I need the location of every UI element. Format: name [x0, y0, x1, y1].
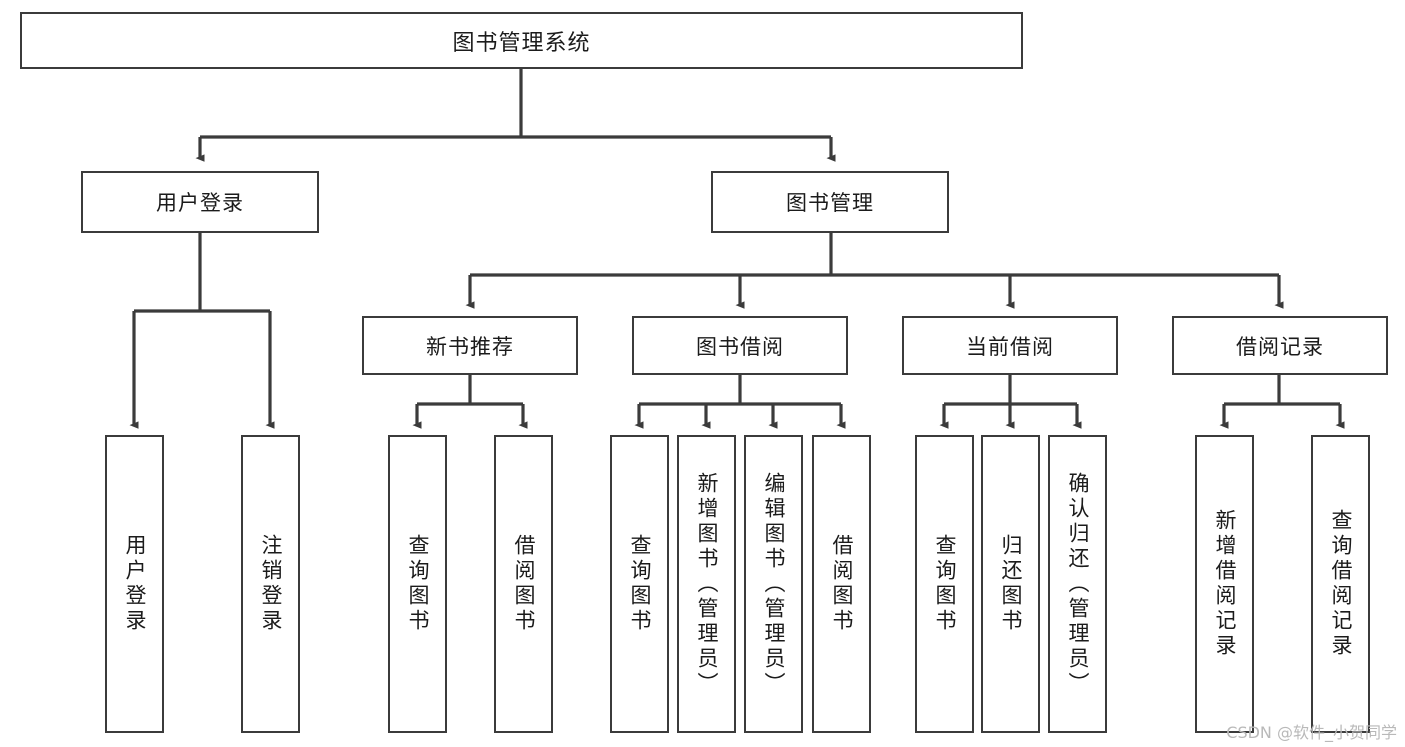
leaf-add-borrowing-record[interactable]: 新增借阅记录: [1195, 435, 1254, 733]
node-new-book-recommendation[interactable]: 新书推荐: [362, 316, 578, 375]
node-label: 查询借阅记录: [1329, 509, 1352, 659]
node-borrowing-record[interactable]: 借阅记录: [1172, 316, 1388, 375]
node-label: 确认归还（管理员）: [1066, 471, 1089, 697]
leaf-logout-login[interactable]: 注销登录: [241, 435, 300, 733]
node-label: 当前借阅: [966, 335, 1054, 359]
node-label: 借阅图书: [512, 534, 535, 634]
node-label: 借阅图书: [830, 534, 853, 634]
node-label: 新增借阅记录: [1213, 509, 1236, 659]
leaf-borrow-book-recommendation[interactable]: 借阅图书: [494, 435, 553, 733]
node-book-borrowing[interactable]: 图书借阅: [632, 316, 848, 375]
node-label: 图书管理系统: [452, 29, 591, 55]
node-label: 查询图书: [933, 534, 956, 634]
node-label: 图书管理: [786, 192, 874, 215]
leaf-edit-book-admin[interactable]: 编辑图书（管理员）: [744, 435, 803, 733]
node-current-borrowing[interactable]: 当前借阅: [902, 316, 1118, 375]
node-label: 图书借阅: [696, 335, 784, 359]
leaf-add-book-admin[interactable]: 新增图书（管理员）: [677, 435, 736, 733]
leaf-confirm-return-admin[interactable]: 确认归还（管理员）: [1048, 435, 1107, 733]
node-label: 注销登录: [259, 534, 282, 634]
leaf-query-borrowing-record[interactable]: 查询借阅记录: [1311, 435, 1370, 733]
node-root-book-management-system[interactable]: 图书管理系统: [20, 12, 1023, 69]
node-label: 用户登录: [156, 192, 244, 215]
watermark-csdn: CSDN @软件_小贺同学: [1226, 723, 1397, 742]
leaf-query-book-current[interactable]: 查询图书: [915, 435, 974, 733]
node-label: 新增图书（管理员）: [695, 471, 718, 697]
node-label: 编辑图书（管理员）: [762, 471, 785, 697]
node-label: 查询图书: [406, 534, 429, 634]
node-user-login[interactable]: 用户登录: [81, 171, 319, 233]
node-label: 归还图书: [999, 534, 1022, 634]
node-label: 借阅记录: [1236, 335, 1324, 359]
leaf-query-book-borrowing[interactable]: 查询图书: [610, 435, 669, 733]
node-label: 查询图书: [628, 534, 651, 634]
node-label: 新书推荐: [426, 335, 514, 359]
leaf-query-book-recommendation[interactable]: 查询图书: [388, 435, 447, 733]
leaf-return-book[interactable]: 归还图书: [981, 435, 1040, 733]
leaf-user-login[interactable]: 用户登录: [105, 435, 164, 733]
node-label: 用户登录: [123, 534, 146, 634]
leaf-borrow-book[interactable]: 借阅图书: [812, 435, 871, 733]
node-book-management[interactable]: 图书管理: [711, 171, 949, 233]
